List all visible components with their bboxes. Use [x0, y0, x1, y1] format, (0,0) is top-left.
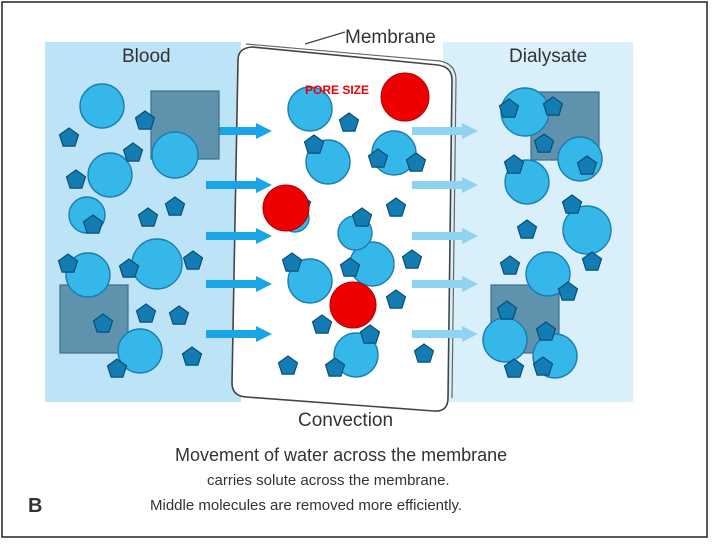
- small-molecule-pentagon: [338, 112, 360, 132]
- medium-molecule-circle: [287, 258, 333, 304]
- small-molecule-pentagon: [561, 194, 583, 214]
- small-molecule-pentagon: [92, 313, 114, 333]
- medium-molecule-circle: [333, 332, 379, 378]
- flow-arrow: [412, 228, 478, 244]
- small-molecule-pentagon: [311, 314, 333, 334]
- small-molecule-pentagon: [164, 196, 186, 216]
- small-molecule-pentagon: [181, 346, 203, 366]
- small-molecule-pentagon: [168, 305, 190, 325]
- small-molecule-pentagon: [137, 207, 159, 227]
- flow-arrow: [412, 123, 478, 139]
- small-molecule-pentagon: [134, 110, 156, 130]
- small-molecule-pentagon: [533, 133, 555, 153]
- small-molecule-pentagon: [367, 148, 389, 168]
- small-molecule-pentagon: [106, 358, 128, 378]
- small-molecule-pentagon: [324, 357, 346, 377]
- small-molecule-pentagon: [532, 356, 554, 376]
- small-molecule-pentagon: [503, 154, 525, 174]
- flow-arrow: [206, 326, 272, 342]
- small-molecule-pentagon: [339, 257, 361, 277]
- panel-letter: B: [28, 495, 42, 517]
- small-molecule-pentagon: [496, 300, 518, 320]
- pore-size-marker: [329, 281, 377, 329]
- small-molecule-pentagon: [118, 258, 140, 278]
- pore-size-marker: [380, 72, 430, 122]
- small-molecule-pentagon: [57, 253, 79, 273]
- medium-molecule-circle: [287, 86, 333, 132]
- small-molecule-pentagon: [557, 281, 579, 301]
- small-molecule-pentagon: [58, 127, 80, 147]
- small-molecule-pentagon: [82, 214, 104, 234]
- small-molecule-pentagon: [277, 355, 299, 375]
- flow-arrow: [206, 228, 272, 244]
- medium-molecule-circle: [79, 83, 125, 129]
- outer-frame: [1, 1, 708, 538]
- medium-molecule-circle: [151, 131, 199, 179]
- convection-label: Convection: [298, 410, 393, 431]
- flow-arrow: [206, 177, 272, 193]
- small-molecule-pentagon: [542, 96, 564, 116]
- flow-arrow: [412, 326, 478, 342]
- small-molecule-pentagon: [359, 324, 381, 344]
- small-molecule-pentagon: [516, 219, 538, 239]
- small-molecule-pentagon: [65, 169, 87, 189]
- medium-molecule-circle: [525, 251, 571, 297]
- small-molecule-pentagon: [413, 343, 435, 363]
- small-molecule-pentagon: [498, 98, 520, 118]
- blood-label: Blood: [122, 46, 171, 67]
- medium-molecule-circle: [87, 152, 133, 198]
- large-molecule-square: [59, 284, 129, 354]
- small-molecule-pentagon: [281, 252, 303, 272]
- small-molecule-pentagon: [405, 152, 427, 172]
- membrane-label: Membrane: [345, 27, 436, 48]
- dialysate-label: Dialysate: [509, 46, 587, 67]
- medium-molecule-circle: [557, 136, 603, 182]
- small-molecule-pentagon: [122, 142, 144, 162]
- caption-line-1: Movement of water across the membrane: [175, 445, 507, 465]
- small-molecule-pentagon: [182, 250, 204, 270]
- flow-arrows: [206, 123, 478, 342]
- flow-arrow: [412, 177, 478, 193]
- medium-molecule-circle: [117, 328, 163, 374]
- small-molecule-pentagon: [499, 255, 521, 275]
- small-molecule-pentagon: [576, 155, 598, 175]
- caption-line-3: Middle molecules are removed more effici…: [150, 497, 462, 514]
- flow-arrow: [206, 123, 272, 139]
- small-molecule-pentagon: [385, 289, 407, 309]
- medium-molecule-circle: [562, 205, 612, 255]
- flow-arrow: [412, 276, 478, 292]
- pore-size-marker: [262, 184, 310, 232]
- small-molecule-pentagon: [303, 134, 325, 154]
- molecules: [57, 72, 612, 379]
- membrane-leader-line: [304, 31, 346, 45]
- small-molecule-pentagon: [535, 321, 557, 341]
- medium-molecule-circle: [131, 238, 183, 290]
- small-molecule-pentagon: [135, 303, 157, 323]
- small-molecule-pentagon: [581, 251, 603, 271]
- pore-size-label: PORE SIZE: [305, 83, 369, 97]
- small-molecule-pentagon: [385, 197, 407, 217]
- flow-arrow: [206, 276, 272, 292]
- small-molecule-pentagon: [401, 249, 423, 269]
- caption-line-2: carries solute across the membrane.: [207, 472, 450, 489]
- small-molecule-pentagon: [351, 207, 373, 227]
- small-molecule-pentagon: [503, 358, 525, 378]
- medium-molecule-circle: [482, 317, 528, 363]
